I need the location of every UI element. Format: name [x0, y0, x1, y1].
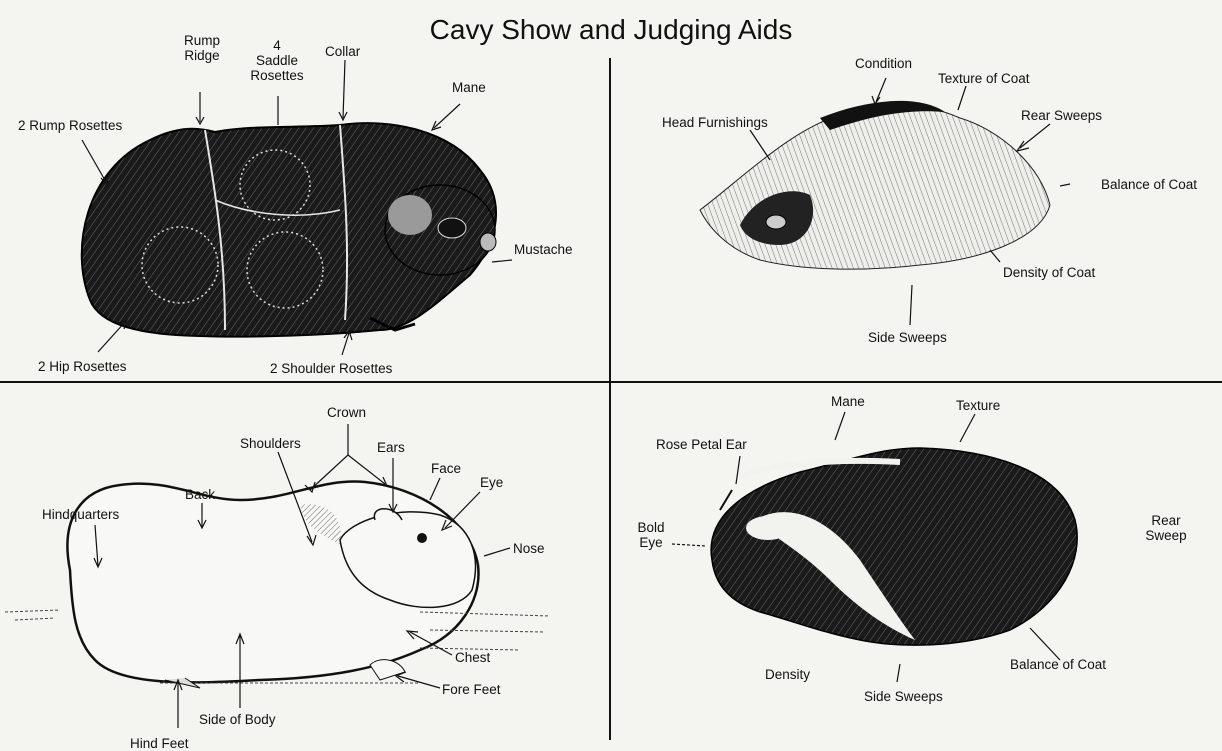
label-face: Face [431, 461, 461, 476]
label-saddle-rosettes: 4SaddleRosettes [238, 38, 316, 83]
label-texture-of-coat: Texture of Coat [938, 71, 1030, 86]
label-mustache: Mustache [514, 242, 573, 257]
label-density: Density [765, 667, 810, 682]
label-bold-eye: BoldEye [630, 520, 672, 550]
label-chest: Chest [455, 650, 490, 665]
label-crown: Crown [327, 405, 366, 420]
label-condition: Condition [855, 56, 912, 71]
label-rear-sweep: RearSweep [1136, 513, 1196, 543]
label-side-sweeps-br: Side Sweeps [864, 689, 943, 704]
label-balance-of-coat-br: Balance of Coat [1010, 657, 1106, 672]
label-ears: Ears [377, 440, 405, 455]
label-shoulder-rosettes: 2 Shoulder Rosettes [270, 361, 392, 376]
label-nose: Nose [513, 541, 545, 556]
label-eye: Eye [480, 475, 503, 490]
label-rump-ridge: RumpRidge [178, 33, 226, 63]
label-rump-rosettes: 2 Rump Rosettes [18, 118, 122, 133]
label-texture: Texture [956, 398, 1000, 413]
label-mane-br: Mane [831, 394, 865, 409]
label-collar: Collar [325, 44, 360, 59]
black-cavy-illustration [711, 448, 1077, 645]
label-shoulders: Shoulders [240, 436, 301, 451]
label-hindquarters: Hindquarters [42, 507, 119, 522]
label-density-of-coat: Density of Coat [1003, 265, 1095, 280]
label-hip-rosettes: 2 Hip Rosettes [38, 359, 127, 374]
label-balance-of-coat: Balance of Coat [1101, 177, 1197, 192]
label-rose-petal-ear: Rose Petal Ear [656, 437, 747, 452]
abyssinian-cavy-illustration [82, 123, 496, 337]
label-mane: Mane [452, 80, 486, 95]
label-side-of-body: Side of Body [199, 712, 276, 727]
label-hind-feet: Hind Feet [130, 736, 189, 751]
label-head-furnishings: Head Furnishings [662, 115, 768, 130]
label-side-sweeps: Side Sweeps [868, 330, 947, 345]
label-back: Back [185, 487, 215, 502]
label-fore-feet: Fore Feet [442, 682, 501, 697]
label-rear-sweeps: Rear Sweeps [1021, 108, 1102, 123]
